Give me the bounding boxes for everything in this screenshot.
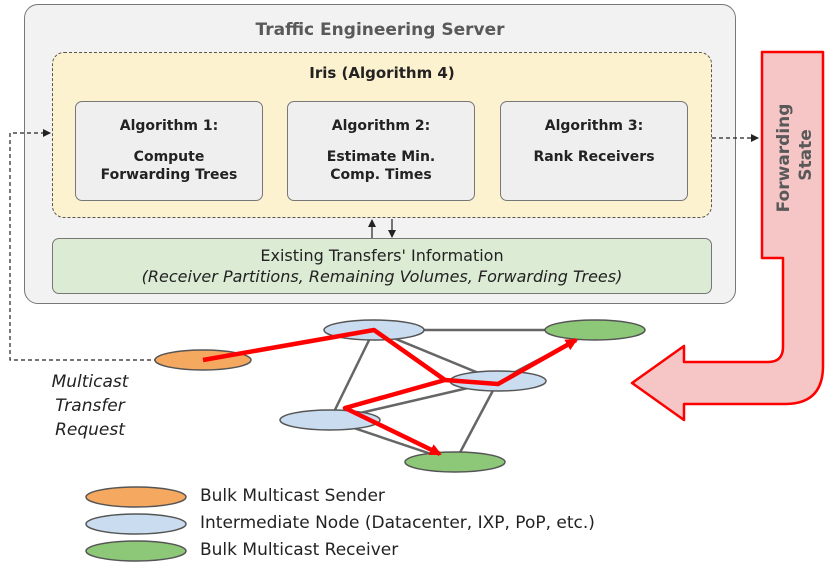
algorithm-2-box: Algorithm 2: Estimate Min. Comp. Times: [287, 101, 475, 201]
legend-intermediate-label: Intermediate Node (Datacenter, IXP, PoP,…: [200, 513, 595, 533]
legend-sender-swatch: [85, 486, 187, 508]
forwarding-path-2: [342, 377, 446, 457]
request-dashed-arrow: [9, 129, 158, 361]
legend-intermediate-swatch: [85, 513, 187, 535]
algorithm-1-description: Compute Forwarding Trees: [100, 149, 238, 183]
legend-receiver-label: Bulk Multicast Receiver: [200, 540, 399, 560]
legend-receiver-swatch: [85, 540, 187, 562]
info-title: Existing Transfers' Information: [260, 246, 504, 265]
algorithm-3-box: Algorithm 3: Rank Receivers: [500, 101, 688, 201]
algorithm-3-description: Rank Receivers: [533, 149, 655, 165]
svg-text:Forwarding State: Forwarding State: [774, 98, 816, 213]
receiver-node-2: [404, 451, 506, 473]
forwarding-state-label-line1: Forwarding: [774, 104, 794, 213]
algorithm-1-title: Algorithm 1:: [119, 118, 219, 134]
multicast-request-label: Multicast Transfer Request: [51, 372, 129, 440]
info-details: (Receiver Partitions, Remaining Volumes,…: [141, 267, 623, 286]
server-title: Traffic Engineering Server: [255, 20, 505, 40]
existing-transfers-info-box: Existing Transfers' Information (Receive…: [52, 238, 712, 294]
algorithm-2-title: Algorithm 2:: [331, 118, 431, 134]
algorithm-1-box: Algorithm 1: Compute Forwarding Trees: [75, 101, 263, 201]
algorithm-2-description: Estimate Min. Comp. Times: [326, 149, 436, 183]
forwarding-state-label-line2: State: [796, 129, 816, 181]
iris-title: Iris (Algorithm 4): [309, 64, 455, 82]
receiver-node-1: [544, 319, 646, 341]
algorithm-3-title: Algorithm 3:: [544, 118, 644, 134]
forwarding-state-arrow: [630, 50, 825, 422]
legend-sender-label: Bulk Multicast Sender: [200, 486, 385, 506]
